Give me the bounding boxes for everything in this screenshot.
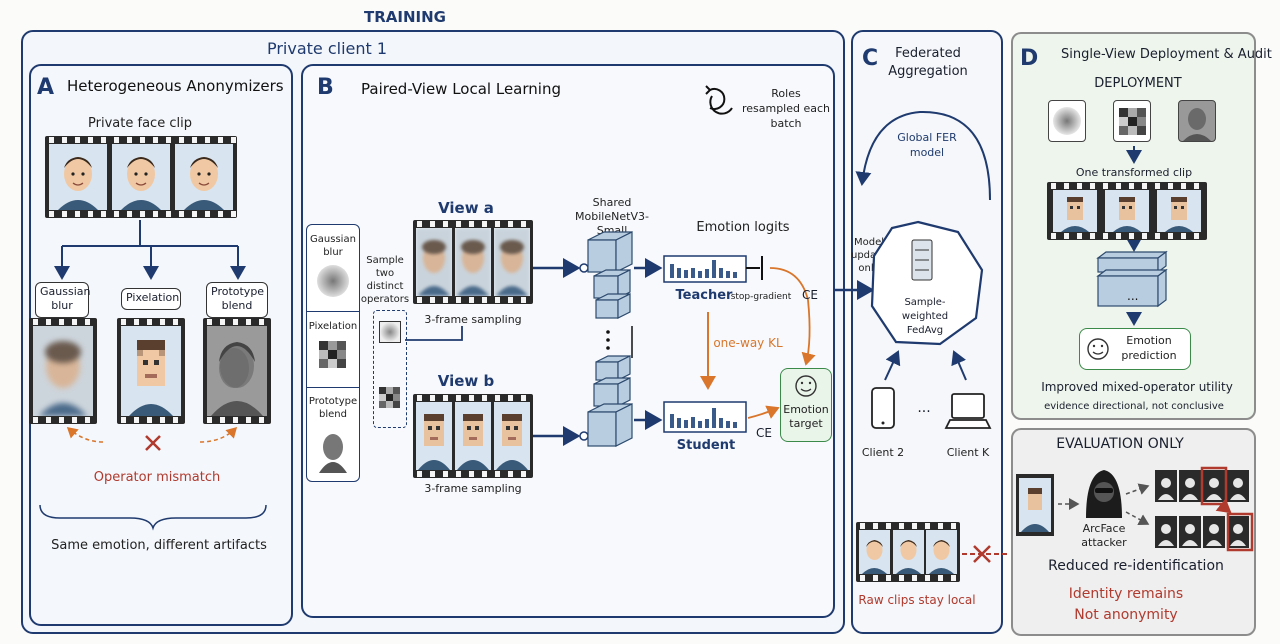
kl-label: one-way KL — [713, 336, 783, 350]
fedavg-label: Sample-weighted FedAvg — [901, 297, 949, 336]
panel-b-title: Paired-View Local Learning — [361, 80, 561, 98]
ce-student-label: CE — [756, 426, 772, 440]
view-a-clip — [413, 220, 533, 304]
emotion-prediction-box: Emotion prediction — [1079, 328, 1191, 370]
prototype-icon — [319, 434, 347, 473]
probe-face — [1016, 474, 1054, 536]
phone-icon — [871, 387, 895, 429]
stop-gradient-label: stop-gradient — [730, 292, 792, 302]
face-frame — [175, 144, 233, 210]
pixel-op-icon — [1113, 100, 1151, 142]
one-clip-label: One transformed clip — [1075, 166, 1193, 179]
training-header: TRAINING — [364, 8, 446, 26]
panel-b-letter: B — [317, 75, 334, 100]
server-icon — [911, 239, 933, 281]
prototype-blend-frame — [203, 318, 271, 424]
smiley-icon — [1087, 338, 1109, 360]
eval-only-label: EVALUATION ONLY — [1056, 436, 1184, 452]
attacker-label: ArcFace attacker — [1081, 522, 1127, 549]
raw-clips-label: Raw clips stay local — [858, 593, 976, 607]
op-tag-prototype: Prototype blend — [206, 282, 268, 318]
private-face-clip — [45, 136, 237, 218]
emotion-logits-label: Emotion logits — [696, 220, 790, 235]
panel-d-letter: D — [1020, 46, 1039, 71]
operator-mismatch: Operator mismatch — [93, 470, 221, 485]
private-clip-label: Private face clip — [88, 116, 192, 131]
face-frame — [112, 144, 170, 210]
panel-c-letter: C — [862, 46, 879, 71]
view-b-clip — [413, 394, 533, 478]
evidence-label: evidence directional, not conclusive — [1044, 401, 1224, 412]
sample-two-label: Sample two distinct operators — [360, 255, 410, 305]
gaussian-blur-frame — [29, 318, 97, 424]
utility-label: Improved mixed-operator utility — [1041, 380, 1233, 394]
emotion-target-label: Emotion target — [783, 403, 829, 430]
sampled-operators-box — [373, 310, 407, 428]
prototype-op-icon — [1178, 100, 1216, 142]
panel-a-letter: A — [37, 75, 55, 100]
raw-clips-film — [856, 522, 960, 582]
pixel-grid-icon — [319, 341, 346, 368]
emotion-prediction-label: Emotion prediction — [1121, 334, 1177, 362]
face-frame — [49, 144, 107, 210]
backbone-dots: ... — [1127, 289, 1138, 303]
clients-dots: ... — [917, 400, 931, 416]
view-b-label: View b — [437, 372, 495, 390]
teacher-label: Teacher — [675, 288, 733, 303]
panel-a-footer: Same emotion, different artifacts — [51, 538, 267, 553]
shared-backbone-label: Shared MobileNetV3-Small — [575, 196, 649, 237]
hacker-icon — [1086, 470, 1122, 518]
blur-icon — [317, 265, 349, 297]
deployment-label: DEPLOYMENT — [1094, 76, 1182, 91]
smiley-icon — [795, 375, 817, 397]
client-k-label: Client K — [946, 446, 990, 459]
reduced-reid-label: Reduced re-identification — [1048, 558, 1224, 574]
op-tag-pixelation: Pixelation — [121, 288, 181, 310]
op-tag-gaussian: Gaussian blur — [35, 282, 90, 318]
view-a-sampling: 3-frame sampling — [424, 313, 522, 326]
student-label: Student — [676, 438, 736, 453]
ce-teacher-label: CE — [802, 288, 818, 302]
updates-label: Model updates only — [851, 237, 892, 274]
panel-d-title: Single-View Deployment & Audit — [1061, 47, 1272, 62]
view-b-sampling: 3-frame sampling — [424, 482, 522, 495]
transformed-clip — [1047, 182, 1207, 240]
roles-note: Roles resampled each batch — [741, 87, 831, 130]
client-title: Private client 1 — [266, 39, 388, 58]
laptop-icon — [944, 393, 992, 429]
pixelation-frame — [117, 318, 185, 424]
col-op-prototype: Prototype blend — [308, 396, 358, 420]
view-a-label: View a — [438, 199, 494, 217]
identity-remains-label: Identity remains — [1068, 586, 1184, 602]
col-op-gaussian: Gaussian blur — [310, 234, 356, 258]
pixel-grid-icon — [1119, 108, 1146, 135]
emotion-target-box: Emotion target — [780, 368, 832, 442]
client-2-label: Client 2 — [861, 446, 905, 459]
col-op-pixelation: Pixelation — [308, 321, 358, 332]
panel-a-title: Heterogeneous Anonymizers — [67, 77, 284, 95]
blur-icon — [379, 321, 401, 343]
operator-column: Gaussian blur Pixelation Prototype blend — [306, 224, 360, 482]
not-anonymity-label: Not anonymity — [1074, 607, 1178, 623]
pixel-grid-icon — [379, 387, 400, 408]
blur-op-icon — [1048, 100, 1086, 142]
panel-c-title: Federated Aggregation — [888, 46, 968, 79]
global-model-label: Global FER model — [897, 131, 957, 159]
